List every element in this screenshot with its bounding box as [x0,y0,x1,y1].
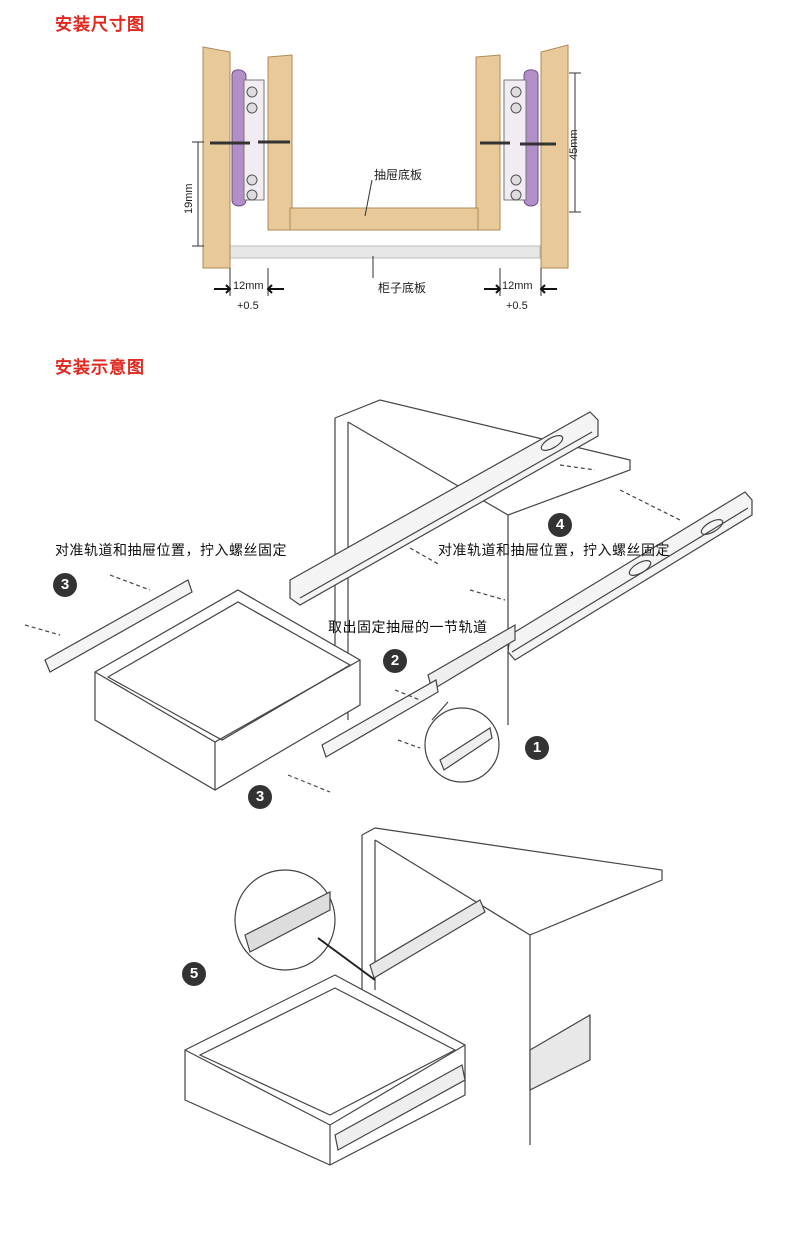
dim-label-right-tolerance: +0.5 [506,300,528,312]
step-badge-1: 1 [525,736,549,760]
lower-rail [507,491,753,661]
left-cabinet-wall [202,46,231,269]
drawer-bottom-board [289,207,479,231]
dim-label-left-gap: 12mm [233,280,264,292]
step-badge-3-top: 3 [53,573,77,597]
dim-label-left-tolerance: +0.5 [237,300,259,312]
section-title-install-dimensions: 安装尺寸图 [55,15,145,35]
right-slide-rail [480,69,556,207]
detail-magnifier-1 [424,707,500,783]
step-badge-5: 5 [182,962,206,986]
inner-rail-right [321,679,439,758]
cabinet-outline [334,399,631,725]
note-take-out-rail: 取出固定抽屉的一节轨道 [328,620,488,636]
section-title-install-diagram: 安装示意图 [55,358,145,378]
inner-rail-left [44,579,193,673]
dim-label-45mm: 45mm [568,129,580,160]
cabinet-bottom-board [229,245,541,259]
step-badge-3-bottom: 3 [248,785,272,809]
upper-rail [289,411,599,606]
cabinet-outline-lower [361,827,663,1145]
step-badge-2: 2 [383,649,407,673]
left-slide-rail [210,69,290,207]
note-right-align-screw: 对准轨道和抽屉位置，拧入螺丝固定 [438,543,670,559]
dimension-drawing [192,44,581,296]
label-cabinet-bottom: 柜子底板 [378,281,427,295]
right-cabinet-wall [540,44,569,269]
dim-label-right-gap: 12mm [502,280,533,292]
note-left-align-screw: 对准轨道和抽屉位置，拧入螺丝固定 [55,543,287,559]
install-steps-drawing [24,399,753,1166]
drawer-box [94,589,361,791]
label-drawer-bottom: 抽屉底板 [374,168,423,182]
step-badge-4: 4 [548,513,572,537]
dim-label-19mm: 19mm [183,183,195,214]
